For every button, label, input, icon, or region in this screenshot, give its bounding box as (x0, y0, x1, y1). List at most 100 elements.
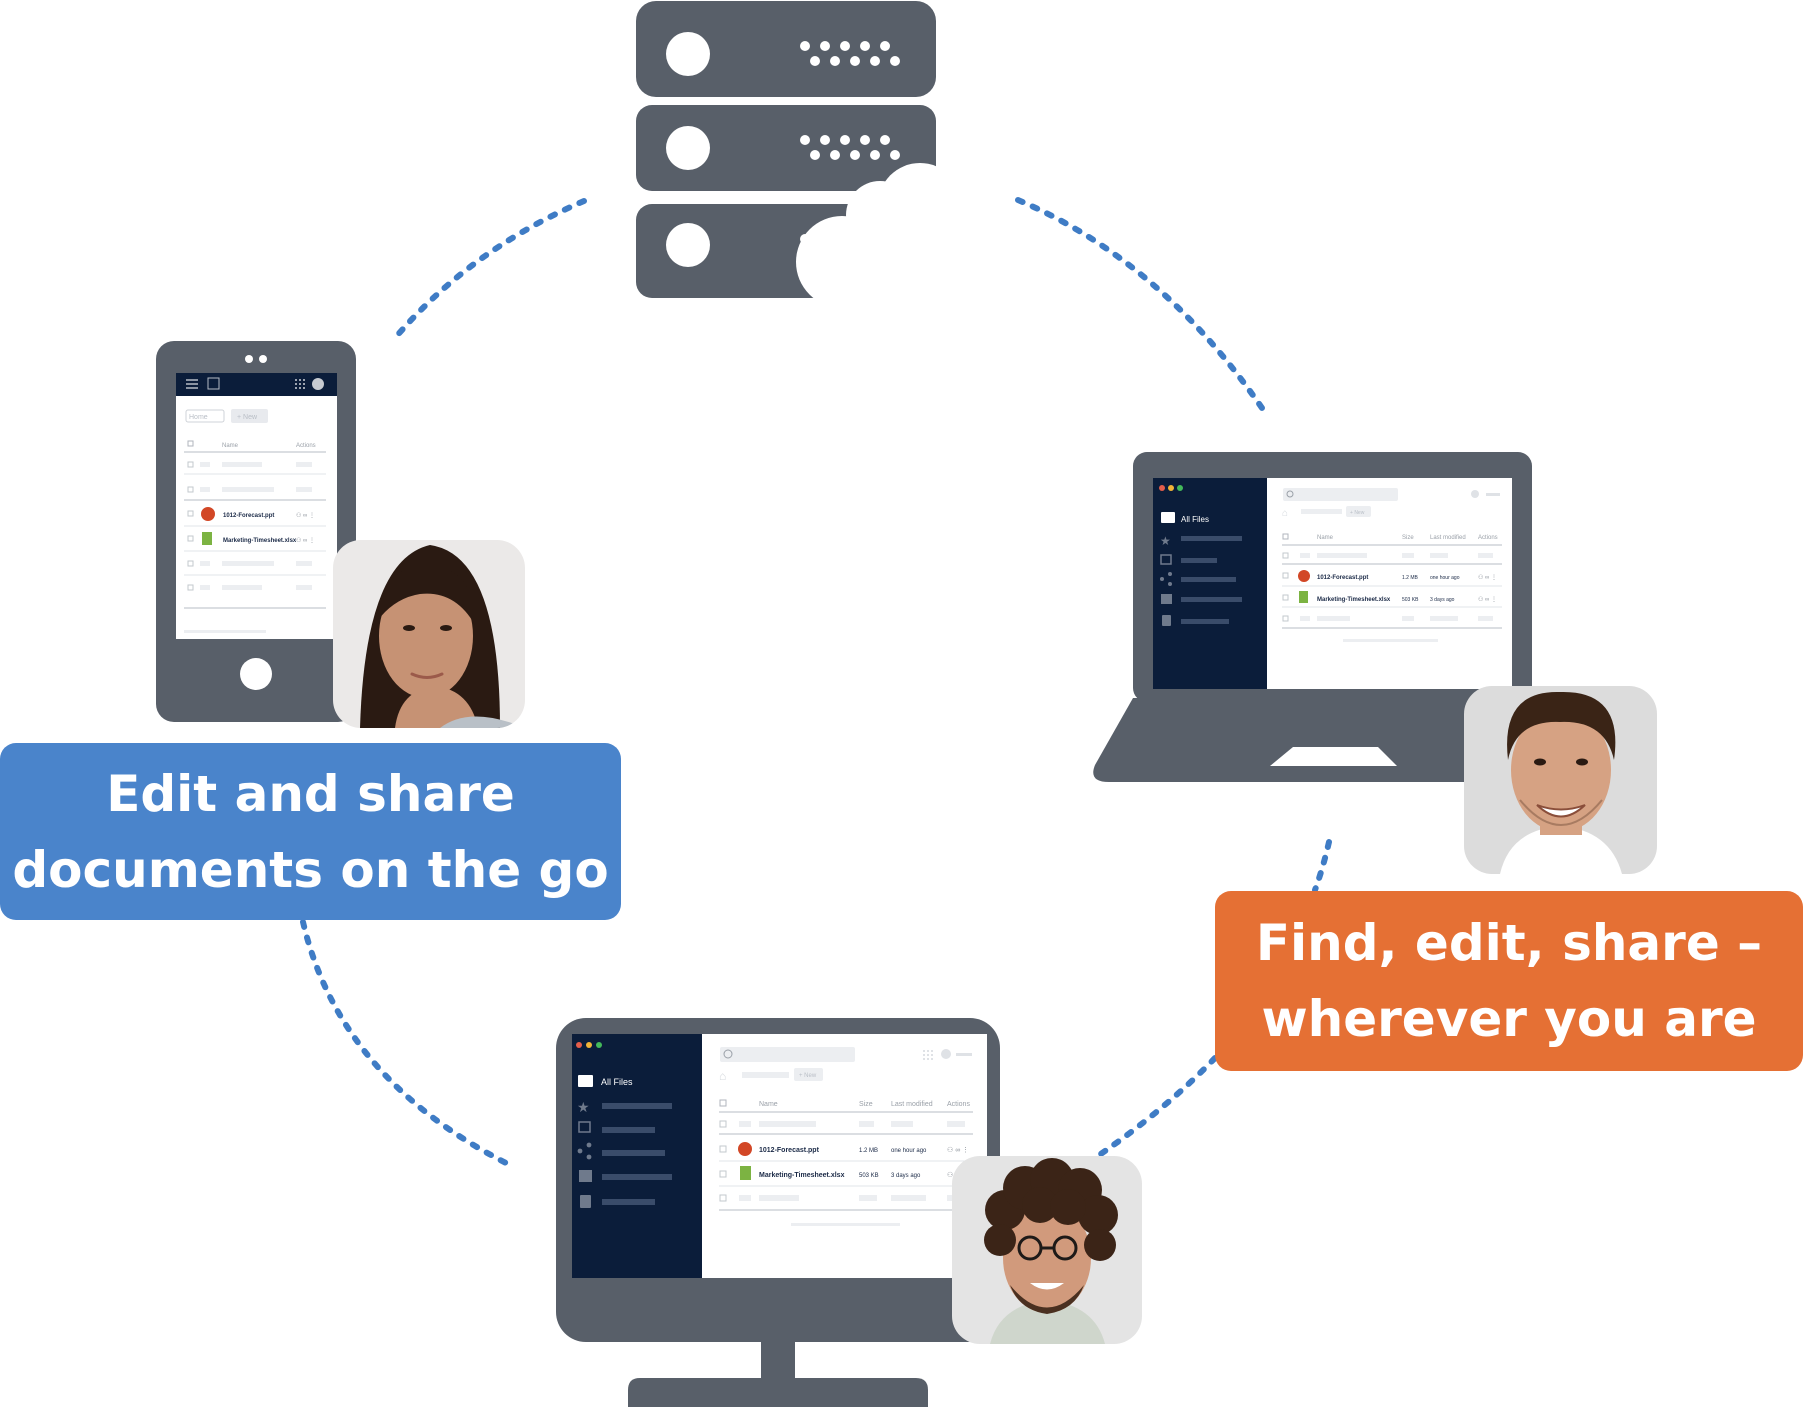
apps-grid-icon (923, 1050, 933, 1060)
file-row[interactable]: 1012-Forecast.ppt 1.2 MB one hour ago ⚇ … (1282, 570, 1497, 582)
column-header-size: Size (1402, 535, 1414, 541)
sidebar-item-all-files[interactable]: All Files (1181, 515, 1209, 524)
column-header-name: Name (222, 443, 239, 449)
user-avatar-icon (941, 1049, 951, 1059)
connector-right-label-to-monitor (1092, 1055, 1218, 1161)
new-button[interactable] (1346, 506, 1371, 517)
connector-server-to-laptop (1015, 197, 1265, 411)
caption-mobile: Edit and share documents on the go (0, 743, 621, 920)
trash-icon[interactable] (580, 1195, 591, 1208)
share-icon[interactable]: ⚇ ∞ ⋮ (296, 537, 315, 544)
star-icon[interactable]: ★ (1160, 534, 1171, 548)
star-icon[interactable]: ★ (577, 1099, 590, 1115)
laptop-base (1093, 698, 1567, 782)
phone-camera-dot (259, 355, 267, 363)
column-header-modified: Last modified (1430, 535, 1466, 541)
svg-text:1.2 MB: 1.2 MB (859, 1148, 878, 1154)
powerpoint-file-icon (738, 1142, 752, 1156)
column-header-actions: Actions (1478, 535, 1498, 541)
window-close-dot[interactable] (1159, 485, 1165, 491)
svg-text:1012-Forecast.ppt: 1012-Forecast.ppt (1317, 575, 1368, 581)
server-led-3 (666, 223, 710, 267)
file-row[interactable]: Marketing-Timesheet.xlsx ⚇ ∞ ⋮ (187, 532, 315, 545)
caption-anywhere-line1: Find, edit, share – (1255, 914, 1763, 972)
svg-text:503 KB: 503 KB (1402, 597, 1419, 603)
archive-icon[interactable] (579, 1170, 592, 1182)
svg-text:503 KB: 503 KB (859, 1173, 879, 1179)
share-icon[interactable]: ⚇ ∞ ⋮ (947, 1146, 969, 1154)
archive-icon[interactable] (1161, 594, 1172, 604)
dotted-connectors (300, 197, 1332, 1168)
new-button-label: + New (237, 414, 258, 421)
monitor-content (702, 1034, 987, 1278)
file-row[interactable]: 1012-Forecast.ppt ⚇ ∞ ⋮ (187, 507, 315, 521)
search-input[interactable] (720, 1047, 855, 1062)
laptop-trackpad (1270, 747, 1397, 766)
svg-text:Marketing-Timesheet.xlsx: Marketing-Timesheet.xlsx (1317, 597, 1391, 603)
window-minimize-dot[interactable] (1168, 485, 1174, 491)
svg-text:3 days ago: 3 days ago (1430, 597, 1455, 603)
svg-text:1.2 MB: 1.2 MB (1402, 575, 1419, 581)
window-minimize-dot[interactable] (586, 1042, 592, 1048)
breadcrumb-home-label: Home (189, 414, 208, 421)
share-out-icon[interactable] (1160, 554, 1172, 565)
column-header-actions: Actions (947, 1101, 970, 1108)
window-close-dot[interactable] (576, 1042, 582, 1048)
cloud-icon (796, 163, 962, 320)
caption-mobile-line1: Edit and share (106, 764, 515, 823)
svg-text:Marketing-Timesheet.xlsx: Marketing-Timesheet.xlsx (759, 1172, 845, 1179)
window-maximize-dot[interactable] (1177, 485, 1183, 491)
share-icon[interactable] (1160, 572, 1172, 586)
laptop-icon: All Files ★ ⌂ + New Name Size Last modif… (1093, 452, 1567, 782)
file-row[interactable]: Marketing-Timesheet.xlsx 503 KB 3 days a… (1282, 591, 1497, 603)
server-led-2 (666, 126, 710, 170)
connector-server-to-phone (392, 198, 587, 341)
home-icon[interactable]: ⌂ (1282, 508, 1288, 519)
sidebar-item-all-files[interactable]: All Files (601, 1077, 633, 1087)
monitor-neck (761, 1338, 795, 1380)
sidebar-nav-placeholders: ★ (1160, 534, 1242, 626)
connector-laptop-to-right-label (1312, 839, 1332, 893)
avatar-laptop-user (1464, 686, 1657, 874)
search-icon (1286, 490, 1294, 498)
home-icon[interactable]: ⌂ (719, 1069, 726, 1083)
column-header-name: Name (1317, 535, 1334, 541)
column-header-name: Name (759, 1101, 778, 1108)
new-button[interactable] (794, 1068, 823, 1081)
hamburger-menu-icon (186, 379, 198, 389)
window-maximize-dot[interactable] (596, 1042, 602, 1048)
phone-home-button (240, 658, 272, 690)
caption-anywhere: Find, edit, share – wherever you are (1215, 891, 1803, 1071)
new-button[interactable] (231, 409, 268, 423)
share-out-icon[interactable] (578, 1121, 591, 1133)
powerpoint-file-icon (1298, 570, 1310, 582)
avatar-desktop-user (952, 1156, 1142, 1344)
svg-text:1012-Forecast.ppt: 1012-Forecast.ppt (223, 513, 274, 519)
apps-grid-icon (295, 379, 305, 389)
server-led-1 (666, 32, 710, 76)
column-header-modified: Last modified (891, 1101, 933, 1108)
share-icon[interactable] (577, 1142, 592, 1160)
svg-text:+ New: + New (1350, 510, 1365, 516)
search-input[interactable] (1283, 488, 1398, 501)
file-row[interactable]: 1012-Forecast.ppt 1.2 MB one hour ago ⚇ … (719, 1142, 969, 1156)
user-avatar-icon (1471, 490, 1479, 498)
smartphone-icon: Home + New Name Actions 1012-Forecast.pp… (156, 341, 356, 722)
desktop-monitor-icon: All Files ★ ⌂ + New Name (556, 1018, 1000, 1407)
share-icon[interactable]: ⚇ ∞ ⋮ (296, 512, 315, 519)
share-icon[interactable]: ⚇ ∞ ⋮ (1478, 574, 1497, 581)
powerpoint-file-icon (201, 507, 215, 521)
breadcrumb-dropdown[interactable] (185, 409, 225, 423)
svg-text:+ New: + New (799, 1073, 817, 1079)
svg-text:one hour ago: one hour ago (891, 1148, 927, 1154)
share-icon[interactable]: ⚇ ∞ ⋮ (1478, 596, 1497, 603)
server-stack-icon (636, 1, 962, 320)
connector-left-label-to-monitor (300, 919, 513, 1168)
svg-text:3 days ago: 3 days ago (891, 1173, 921, 1179)
trash-icon[interactable] (1162, 615, 1171, 626)
phone-camera-dot (245, 355, 253, 363)
app-logo-icon (207, 377, 220, 390)
svg-text:1012-Forecast.ppt: 1012-Forecast.ppt (759, 1147, 820, 1154)
spreadsheet-file-icon (740, 1166, 751, 1180)
server-unit-1 (636, 1, 936, 97)
